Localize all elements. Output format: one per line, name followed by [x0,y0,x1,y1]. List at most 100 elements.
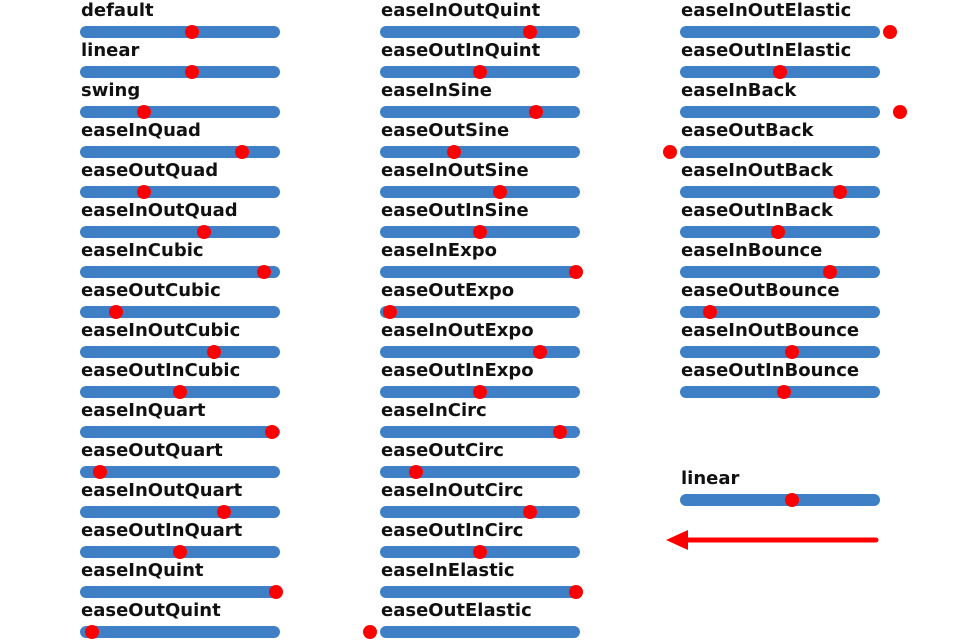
easing-row: easeOutInBounce [680,360,900,400]
easing-label: default [81,0,154,21]
easing-dot[interactable] [85,625,99,639]
easing-dot[interactable] [893,105,907,119]
easing-dot[interactable] [185,65,199,79]
easing-dot[interactable] [137,185,151,199]
left-arrow-icon [666,530,879,550]
easing-track [380,466,580,478]
easing-dot[interactable] [473,225,487,239]
easing-row: easeInBounce [680,240,900,280]
easing-track [380,626,580,638]
easing-row: easeOutCirc [380,440,600,480]
easing-dot[interactable] [569,585,583,599]
easing-row: easeInOutCirc [380,480,600,520]
easing-dot[interactable] [553,425,567,439]
easing-row: easeInSine [380,80,600,120]
easing-label: easeOutInSine [381,200,529,221]
easing-row: easeInOutExpo [380,320,600,360]
easing-label: easeInCubic [81,240,204,261]
easing-track [80,146,280,158]
easing-dot[interactable] [777,385,791,399]
easing-dot[interactable] [663,145,677,159]
easing-row: easeInQuad [80,120,300,160]
easing-dot[interactable] [493,185,507,199]
easing-dot[interactable] [447,145,461,159]
easing-label: easeInOutQuad [81,200,238,221]
demo-label: linear [681,468,740,489]
easing-label: easeOutInQuint [381,40,541,61]
easing-dot[interactable] [533,345,547,359]
easing-row: easeInElastic [380,560,600,600]
easing-dot[interactable] [523,505,537,519]
easing-dot[interactable] [771,225,785,239]
easing-row: easeOutQuad [80,160,300,200]
easing-label: easeInOutExpo [381,320,534,341]
easing-dot[interactable] [703,305,717,319]
easing-row: easeOutQuint [80,600,300,640]
easing-label: easeOutQuad [81,160,219,181]
easing-dot[interactable] [823,265,837,279]
easing-label: easeInBack [681,80,797,101]
easing-dot[interactable] [217,505,231,519]
easing-dot[interactable] [137,105,151,119]
easing-label: easeOutInExpo [381,360,534,381]
easing-label: easeInOutSine [381,160,529,181]
easing-track [80,346,280,358]
easing-dot[interactable] [257,265,271,279]
easing-dot[interactable] [197,225,211,239]
easing-track [80,466,280,478]
easing-label: easeOutCubic [81,280,221,301]
easing-track [380,306,580,318]
easing-dot[interactable] [383,305,397,319]
easing-dot[interactable] [523,25,537,39]
easing-label: easeInOutQuart [81,480,243,501]
easing-label: easeOutInQuart [81,520,243,541]
easing-track [80,626,280,638]
easing-dot[interactable] [269,585,283,599]
easing-dot[interactable] [363,625,377,639]
easing-track [380,346,580,358]
easing-track [80,266,280,278]
easing-dot[interactable] [93,465,107,479]
easing-row: easeInQuart [80,400,300,440]
easing-label: easeInQuart [81,400,206,421]
easing-dot[interactable] [235,145,249,159]
easing-row: easeOutInExpo [380,360,600,400]
easing-label: easeInOutCirc [381,480,524,501]
easing-dot[interactable] [833,185,847,199]
easing-dot[interactable] [569,265,583,279]
easing-row: easeOutInCubic [80,360,300,400]
easing-track [80,26,280,38]
demo-dot[interactable] [785,493,799,507]
easing-track [80,106,280,118]
arrow-head [666,530,688,550]
easing-dot[interactable] [785,345,799,359]
easing-label: easeOutQuart [81,440,223,461]
easing-dot[interactable] [883,25,897,39]
easing-label: easeInOutQuint [381,0,541,21]
easing-row: easeOutBounce [680,280,900,320]
easing-label: easeOutInBack [681,200,834,221]
easing-track [680,186,880,198]
easing-dot[interactable] [473,385,487,399]
easing-dot[interactable] [409,465,423,479]
easing-label: easeInQuad [81,120,201,141]
easing-dot[interactable] [173,385,187,399]
easing-dot[interactable] [473,65,487,79]
easing-track [380,26,580,38]
easing-dot[interactable] [109,305,123,319]
easing-dot[interactable] [207,345,221,359]
easing-row: easeInCubic [80,240,300,280]
easing-track [680,266,880,278]
easing-track [680,346,880,358]
easing-dot[interactable] [773,65,787,79]
easing-dot[interactable] [265,425,279,439]
easing-row: easeInOutElastic [680,0,900,40]
easing-label: easeInOutCubic [81,320,241,341]
easing-dot[interactable] [529,105,543,119]
easing-dot[interactable] [173,545,187,559]
easing-track [380,266,580,278]
easing-row: easeOutInQuint [380,40,600,80]
easing-dot[interactable] [185,25,199,39]
easing-label: easeOutBounce [681,280,840,301]
easing-dot[interactable] [473,545,487,559]
